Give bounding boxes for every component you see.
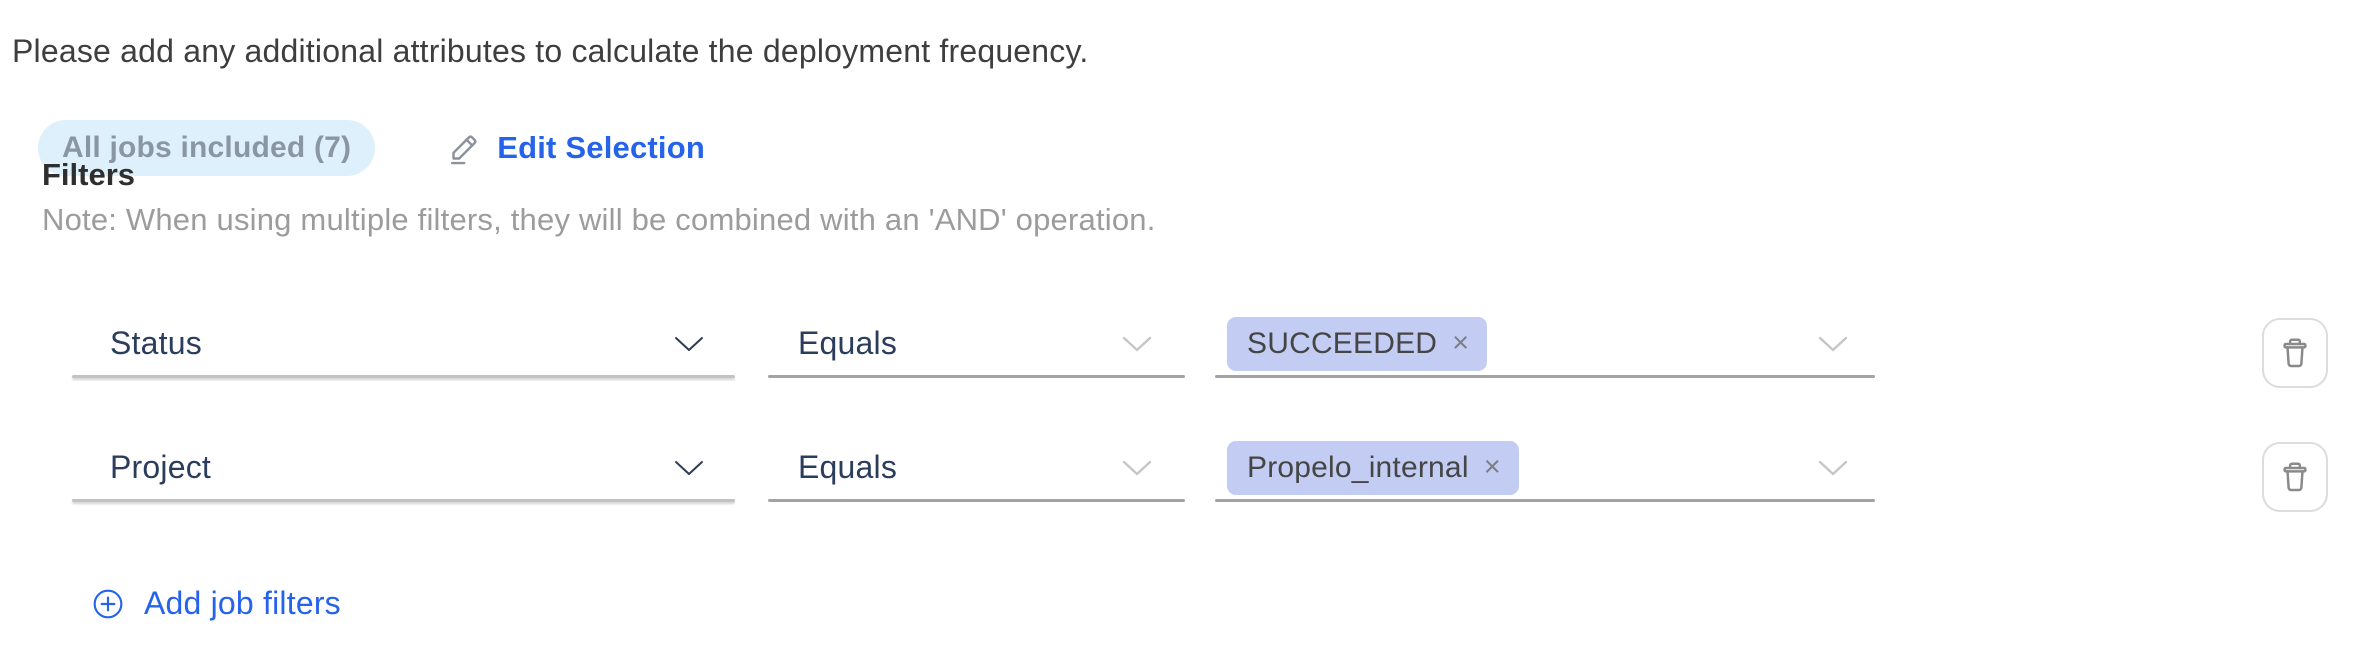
filter-row: Project Equals Propelo_internal × [0,433,2376,512]
tag-remove-icon[interactable]: × [1452,327,1470,359]
trash-icon [2283,462,2307,492]
filters-note: Note: When using multiple filters, they … [42,202,1156,237]
tag-remove-icon[interactable]: × [1483,451,1501,483]
value-multiselect[interactable]: Propelo_internal × [1215,433,1875,502]
edit-selection-link[interactable]: Edit Selection [447,130,705,166]
job-selection-row: All jobs included (7) Edit Selection [38,120,705,176]
delete-filter-button[interactable] [2262,442,2328,512]
value-multiselect[interactable]: SUCCEEDED × [1215,309,1875,378]
chevron-down-icon [675,336,703,351]
filter-row: Status Equals SUCCEEDED × [0,309,2376,388]
trash-icon [2283,338,2307,368]
value-tag-label: SUCCEEDED [1247,326,1438,360]
operator-select-value: Equals [798,325,898,361]
chevron-down-icon [1818,336,1848,351]
chevron-down-icon [1818,460,1848,475]
edit-selection-label: Edit Selection [497,130,706,165]
attribute-select-value: Project [110,449,211,485]
chevron-down-icon [1122,460,1152,475]
add-job-filters-button[interactable]: Add job filters [92,585,341,622]
value-tag: Propelo_internal × [1227,440,1519,495]
operator-select[interactable]: Equals [768,309,1185,378]
operator-select[interactable]: Equals [768,433,1185,502]
attribute-select[interactable]: Project [72,433,735,502]
jobs-included-badge: All jobs included (7) [38,120,376,176]
attribute-select[interactable]: Status [72,309,735,378]
add-job-filters-label: Add job filters [144,585,341,621]
attribute-select-value: Status [110,325,202,361]
delete-filter-button[interactable] [2262,318,2328,388]
edit-pencil-icon [451,135,477,165]
chevron-down-icon [1122,336,1152,351]
value-tag: SUCCEEDED × [1227,316,1488,371]
filters-title: Filters [42,157,136,192]
value-tag-label: Propelo_internal [1247,450,1469,484]
chevron-down-icon [675,460,703,475]
plus-circle-icon [93,589,123,618]
operator-select-value: Equals [798,449,898,485]
intro-text: Please add any additional attributes to … [12,33,1089,69]
